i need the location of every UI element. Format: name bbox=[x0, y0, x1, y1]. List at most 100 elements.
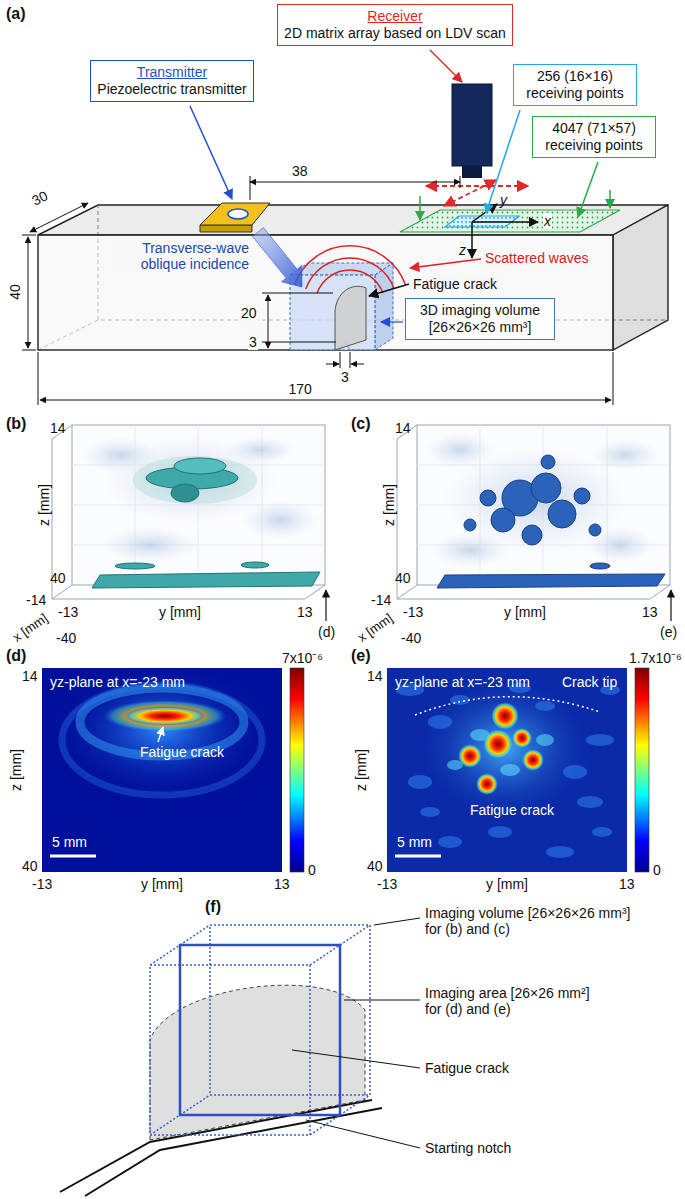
leader-lines bbox=[410, 259, 481, 268]
dimension-lines bbox=[28, 237, 29, 348]
tick-label: -13 bbox=[377, 876, 397, 892]
tick-label: 14 bbox=[395, 420, 411, 436]
wave-label: Scattered waves bbox=[484, 250, 590, 266]
volume-frame bbox=[72, 425, 325, 585]
axis-title: x [mm] bbox=[354, 610, 395, 645]
scattered-waves bbox=[295, 246, 406, 285]
slice-image bbox=[483, 729, 513, 759]
volume-frame bbox=[52, 425, 325, 599]
box-heading: Transmitter bbox=[97, 64, 246, 81]
scattered-waves bbox=[317, 270, 383, 293]
slice-image bbox=[447, 729, 554, 776]
dimension-label: 170 bbox=[289, 381, 312, 397]
image-cloud bbox=[80, 432, 660, 568]
slice-image bbox=[522, 749, 544, 771]
wave-label: Transverse-wave oblique incidence bbox=[118, 240, 250, 272]
isosurface bbox=[92, 456, 320, 588]
receiving-area bbox=[400, 190, 620, 232]
axis-title: z [mm] bbox=[353, 749, 369, 791]
specimen-block bbox=[38, 205, 668, 235]
imaging-volume bbox=[290, 275, 375, 350]
isosurface bbox=[531, 473, 561, 503]
tick-label: 40 bbox=[367, 858, 383, 874]
imaging-volume bbox=[290, 263, 393, 275]
scattered-waves bbox=[295, 246, 406, 293]
dimension-lines bbox=[250, 176, 251, 200]
dimension-lines bbox=[262, 293, 333, 294]
axis-title: z [mm] bbox=[381, 484, 397, 526]
receiving-area bbox=[419, 196, 421, 220]
panel-label: (c) bbox=[351, 414, 371, 433]
isosurface bbox=[437, 574, 665, 588]
crack-sketch bbox=[85, 1108, 382, 1196]
image-cloud bbox=[225, 436, 295, 464]
image-cloud bbox=[430, 532, 510, 568]
callout-label: Fatigue crack bbox=[425, 1060, 509, 1076]
imaging-area-outline bbox=[180, 945, 340, 1115]
coordinate-axes bbox=[472, 204, 497, 222]
slice-image bbox=[586, 734, 614, 746]
slice-pointer bbox=[325, 590, 326, 621]
dimension-label: 20 bbox=[240, 305, 258, 321]
tick-label: 40 bbox=[50, 570, 66, 586]
isosurface bbox=[115, 563, 155, 569]
transmitter-box: TransmitterPiezoelectric transmitter bbox=[90, 60, 253, 102]
isosurface bbox=[464, 519, 476, 531]
ldv-scanner bbox=[462, 166, 482, 178]
dimension-lines bbox=[250, 182, 460, 183]
panel-label: (a) bbox=[6, 4, 26, 23]
dimension-lines bbox=[262, 342, 336, 343]
slice-image bbox=[563, 765, 587, 779]
imaging-volume-box: 3D imaging volume [26×26×26 mm³] bbox=[405, 298, 555, 340]
isosurface bbox=[171, 484, 199, 502]
slice-image bbox=[125, 707, 205, 725]
leader-lines bbox=[486, 110, 520, 213]
dimension-lines bbox=[340, 352, 341, 368]
isosurface bbox=[92, 572, 320, 588]
colorbar-label: 1.7x10⁻⁶ bbox=[629, 650, 682, 666]
fatigue-crack bbox=[335, 286, 366, 350]
transducer bbox=[200, 203, 270, 225]
dimension-label: 38 bbox=[292, 163, 308, 179]
axis-title: z [mm] bbox=[36, 484, 52, 526]
crack-sketch bbox=[60, 985, 382, 1196]
axis-title: y [mm] bbox=[141, 876, 183, 892]
colorbar bbox=[635, 668, 649, 872]
tick-label: 14 bbox=[367, 668, 383, 684]
imaging-volume-outline bbox=[150, 925, 370, 1135]
slice-image bbox=[546, 846, 574, 858]
dimension-lines bbox=[268, 295, 269, 348]
dimension-label: 40 bbox=[7, 284, 23, 300]
isosurface bbox=[133, 456, 257, 504]
dimension-label: 3 bbox=[248, 334, 258, 350]
specimen-block bbox=[613, 205, 668, 350]
leader-lines bbox=[292, 1050, 420, 1068]
panel-label: (b) bbox=[6, 414, 26, 433]
receiving-points-box: 256 (16×16) receiving points bbox=[513, 64, 637, 106]
colorbar bbox=[290, 668, 304, 872]
slice-image bbox=[62, 685, 262, 795]
isosurface bbox=[574, 488, 590, 504]
slice-image bbox=[396, 683, 620, 858]
scale-label: 5 mm bbox=[397, 834, 432, 850]
callout-label: Imaging volume [26×26×26 mm³] for (b) an… bbox=[425, 905, 637, 937]
tick-label: 13 bbox=[619, 876, 635, 892]
leader-lines bbox=[374, 918, 420, 925]
isosurface bbox=[241, 562, 269, 568]
tick-label: 13 bbox=[642, 604, 658, 620]
isosurface bbox=[541, 455, 555, 469]
imaging-volume bbox=[375, 263, 393, 350]
dimension-lines bbox=[460, 176, 461, 188]
leader-lines bbox=[190, 106, 232, 199]
leader-lines bbox=[578, 162, 598, 217]
tick-label: -40 bbox=[56, 630, 76, 646]
tick-label: 14 bbox=[22, 668, 38, 684]
ldv-scanner bbox=[452, 84, 492, 166]
slice-image bbox=[488, 826, 512, 838]
panel-label: (d) bbox=[6, 646, 26, 665]
dimension-lines bbox=[38, 352, 39, 405]
axis-title: z [mm] bbox=[8, 749, 24, 791]
callout-label: Starting notch bbox=[425, 1140, 511, 1156]
